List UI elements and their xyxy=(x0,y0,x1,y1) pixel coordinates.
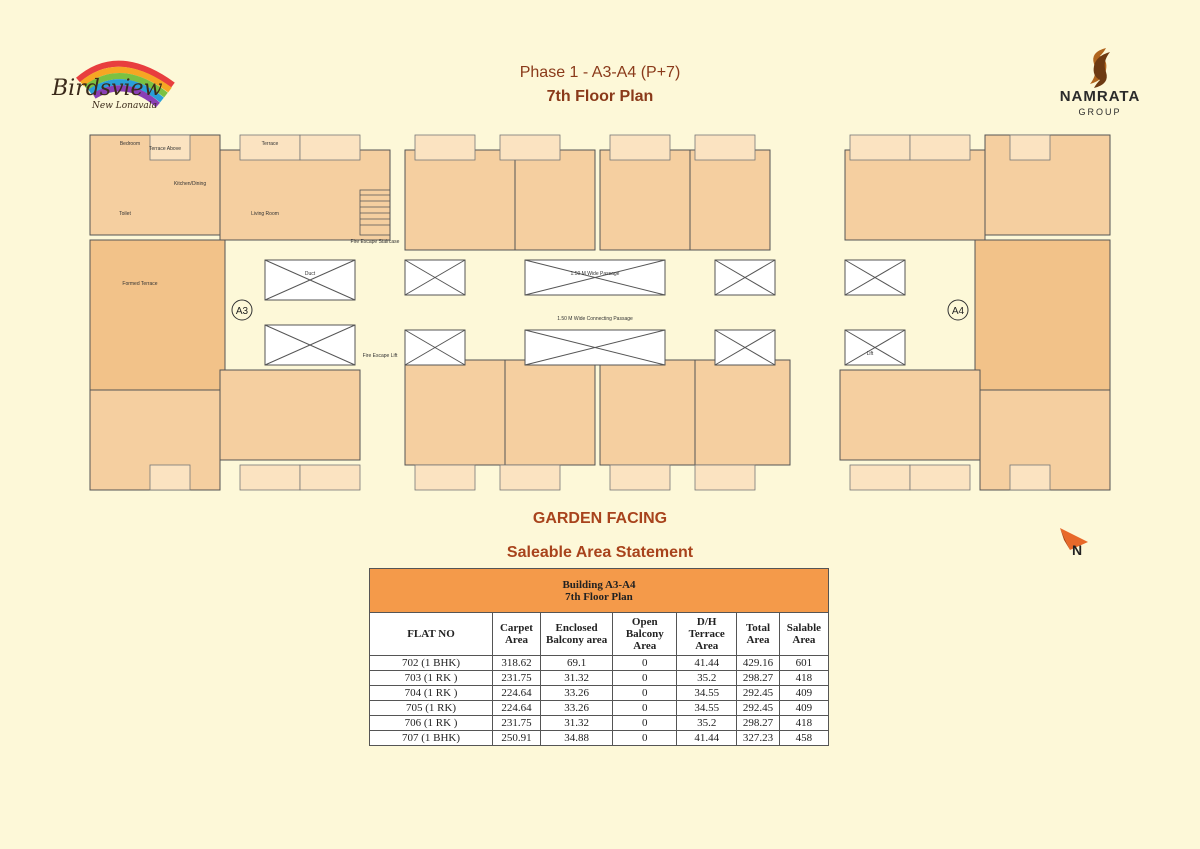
table-cell: 418 xyxy=(778,670,830,686)
statement-heading: Saleable Area Statement xyxy=(506,544,694,561)
table-cell: 292.45 xyxy=(736,700,780,716)
table-header-row: FLAT NO Carpet Area Enclosed Balcony are… xyxy=(369,612,830,656)
table-cell: 41.44 xyxy=(676,655,738,671)
plan-label-toilet: Toilet xyxy=(119,211,131,217)
table-cell: 707 (1 BHK) xyxy=(369,730,493,746)
col-carpet-area: Carpet Area xyxy=(492,612,541,656)
table-cell: 429.16 xyxy=(736,655,780,671)
plan-label-connecting-passage: 1.50 M Wide Connecting Passage xyxy=(557,316,633,322)
developer-name: NAMRATA xyxy=(1059,88,1141,105)
table-cell: 601 xyxy=(778,655,830,671)
plan-label-fire-escape-lift: Fire Escape Lift xyxy=(363,353,398,359)
wing-label-right: A4 xyxy=(952,306,965,317)
brand-location: New Lonavala xyxy=(92,101,158,111)
col-flat-no: FLAT NO xyxy=(369,612,493,656)
table-cell: 418 xyxy=(778,715,830,731)
table-cell: 298.27 xyxy=(736,670,780,686)
table-cell: 0 xyxy=(612,715,678,731)
col-total-area: Total Area xyxy=(736,612,780,656)
table-cell: 0 xyxy=(612,700,678,716)
table-row: 704 (1 RK ) 224.64 33.26 0 34.55 292.45 … xyxy=(369,685,830,701)
table-row: 705 (1 RK) 224.64 33.26 0 34.55 292.45 4… xyxy=(369,700,830,716)
table-title-building: Building A3-A4 xyxy=(562,578,636,591)
table-cell: 0 xyxy=(612,670,678,686)
table-cell: 31.32 xyxy=(539,715,614,731)
table-cell: 705 (1 RK) xyxy=(369,700,493,716)
table-cell: 34.88 xyxy=(539,730,614,746)
table-cell: 0 xyxy=(612,655,678,671)
brand-name: Birdsview xyxy=(52,76,163,101)
table-cell: 703 (1 RK ) xyxy=(369,670,493,686)
table-cell: 292.45 xyxy=(736,685,780,701)
plan-label-lift: Lift xyxy=(867,351,874,357)
developer-group: GROUP xyxy=(1078,107,1122,117)
table-cell: 327.23 xyxy=(736,730,780,746)
plan-label-terrace-above: Terrace Above xyxy=(149,146,181,152)
table-cell: 702 (1 BHK) xyxy=(369,655,493,671)
facing-label: GARDEN FACING xyxy=(532,510,668,527)
namrata-logo-icon xyxy=(1090,48,1110,88)
table-cell: 458 xyxy=(778,730,830,746)
area-table: Building A3-A4 7th Floor Plan FLAT NO Ca… xyxy=(369,568,830,746)
table-title-row: Building A3-A4 7th Floor Plan xyxy=(369,568,829,613)
table-cell: 409 xyxy=(778,700,830,716)
table-cell: 34.55 xyxy=(676,700,738,716)
table-cell: 69.1 xyxy=(539,655,614,671)
plan-label-terrace: Terrace xyxy=(262,141,279,147)
col-open-balcony: Open Balcony Area xyxy=(612,612,678,656)
plan-label-fire-escape: Fire Escape Staircase xyxy=(351,239,400,245)
table-cell: 224.64 xyxy=(492,700,541,716)
plan-label-formed-terrace: Formed Terrace xyxy=(122,281,157,287)
table-cell: 706 (1 RK ) xyxy=(369,715,493,731)
col-salable-area: Salable Area xyxy=(778,612,830,656)
north-arrow-icon xyxy=(1060,528,1088,550)
col-terrace-area: D/H Terrace Area xyxy=(676,612,738,656)
table-cell: 0 xyxy=(612,730,678,746)
table-cell: 33.26 xyxy=(539,700,614,716)
birdsview-logo-icon xyxy=(76,60,175,108)
plan-label-bedroom: Bedroom xyxy=(120,141,140,147)
table-row: 702 (1 BHK) 318.62 69.1 0 41.44 429.16 6… xyxy=(369,655,830,671)
floor-title: 7th Floor Plan xyxy=(546,88,654,105)
table-cell: 31.32 xyxy=(539,670,614,686)
col-enclosed-balcony: Enclosed Balcony area xyxy=(539,612,614,656)
table-cell: 231.75 xyxy=(492,715,541,731)
wing-label-left: A3 xyxy=(236,306,249,317)
plan-label-kitchen-dining: Kitchen/Dining xyxy=(174,181,206,187)
table-cell: 704 (1 RK ) xyxy=(369,685,493,701)
compass-label: N xyxy=(1072,542,1083,558)
table-title-floor: 7th Floor Plan xyxy=(565,590,633,603)
table-cell: 224.64 xyxy=(492,685,541,701)
plan-label-duct: Duct xyxy=(305,271,316,277)
table-cell: 231.75 xyxy=(492,670,541,686)
table-cell: 250.91 xyxy=(492,730,541,746)
table-row: 703 (1 RK ) 231.75 31.32 0 35.2 298.27 4… xyxy=(369,670,830,686)
table-cell: 409 xyxy=(778,685,830,701)
table-cell: 0 xyxy=(612,685,678,701)
table-cell: 298.27 xyxy=(736,715,780,731)
table-cell: 318.62 xyxy=(492,655,541,671)
table-title: Building A3-A4 7th Floor Plan xyxy=(369,568,829,613)
table-row: 707 (1 BHK) 250.91 34.88 0 41.44 327.23 … xyxy=(369,730,830,746)
table-cell: 33.26 xyxy=(539,685,614,701)
phase-title: Phase 1 - A3-A4 (P+7) xyxy=(519,64,681,81)
table-cell: 41.44 xyxy=(676,730,738,746)
table-cell: 34.55 xyxy=(676,685,738,701)
floor-plan: A3 A4 Terrace Above Bedroom Kitchen/Dini… xyxy=(89,134,1111,491)
plan-label-wide-passage: 1.50 M Wide Passage xyxy=(571,271,620,277)
plan-label-living-room: Living Room xyxy=(251,211,279,217)
table-row: 706 (1 RK ) 231.75 31.32 0 35.2 298.27 4… xyxy=(369,715,830,731)
table-cell: 35.2 xyxy=(676,670,738,686)
table-cell: 35.2 xyxy=(676,715,738,731)
